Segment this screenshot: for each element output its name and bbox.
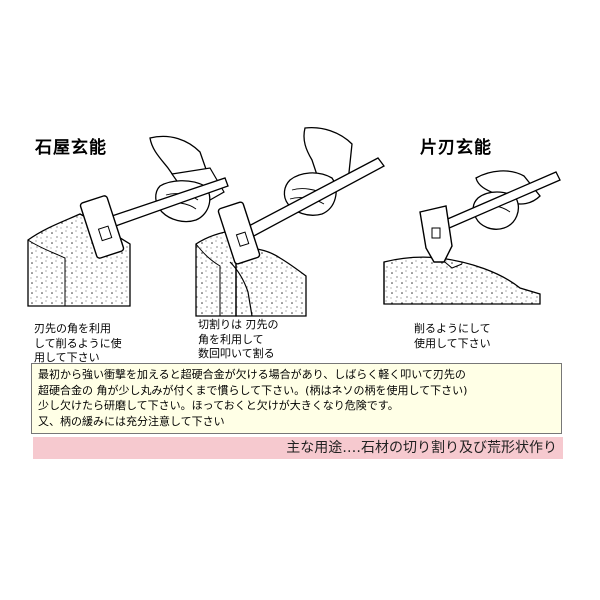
title-ishiya-genno: 石屋玄能 <box>35 138 107 158</box>
note-line: 超硬合金の 角が少し丸みが付くまで慣らして下さい。(柄はネソの柄を使用して下さい… <box>38 383 468 397</box>
hammer-kataba-right <box>419 171 561 263</box>
stone-block-right <box>383 256 541 305</box>
note-line: 最初から強い衝撃を加えると超硬合金が欠ける場合があり、しばらく軽く叩いて刃先の <box>38 368 466 381</box>
title-kataba-genno: 片刃玄能 <box>420 138 492 158</box>
note-line: 又、柄の緩みには充分注意して下さい <box>38 414 225 428</box>
note-line: 少し欠けたら研磨して下さい。ほっておくと欠けが大きくなり危険です。 <box>38 399 399 412</box>
hammer-ishiya-middle <box>217 157 385 265</box>
stone-block-middle <box>195 229 307 317</box>
usage-bar: 主な用途‥‥石材の切り割り及び荒形状作り <box>33 437 563 459</box>
caption-middle: 切割りは 刃先の 角を利用して 数回叩いて割る <box>198 318 279 360</box>
caption-left: 刃先の角を利用 して削るように使 用して下さい <box>34 322 122 364</box>
notes-box: 最初から強い衝撃を加えると超硬合金が欠ける場合があり、しばらく軽く叩いて刃先の … <box>31 363 562 434</box>
hammer-ishiya-left <box>79 177 229 259</box>
caption-right: 削るようにして 使用して下さい <box>414 322 491 350</box>
